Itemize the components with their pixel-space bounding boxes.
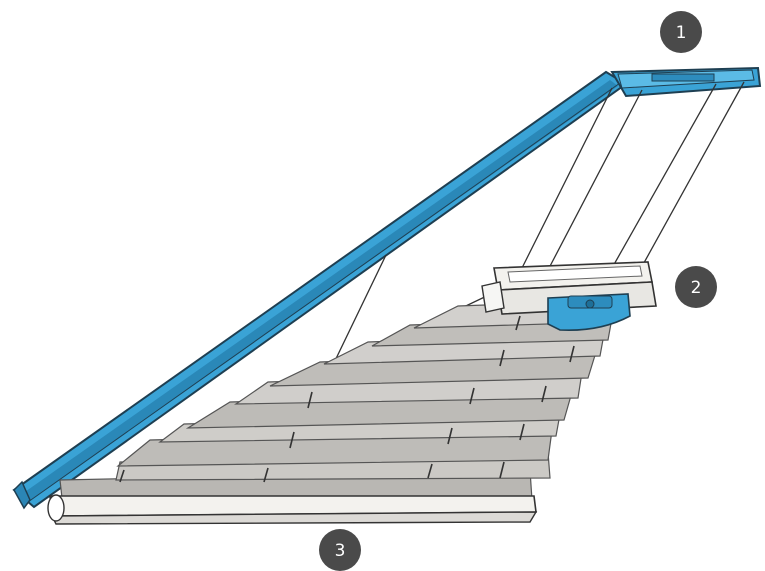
window-frame-side-rail <box>12 70 628 510</box>
callout-number-3: 3 <box>335 541 346 561</box>
top-rail <box>610 66 762 98</box>
callout-badge-1: 1 <box>660 11 702 53</box>
callout-number-2: 2 <box>691 278 702 298</box>
bottom-rail <box>47 494 538 525</box>
callout-number-1: 1 <box>676 23 687 43</box>
callout-badge-2: 2 <box>675 266 717 308</box>
callout-badge-3: 3 <box>319 529 361 571</box>
handle-icon <box>547 293 631 332</box>
pleated-fabric <box>59 299 619 501</box>
cord-marks <box>119 315 575 483</box>
middle-rail <box>481 261 657 332</box>
